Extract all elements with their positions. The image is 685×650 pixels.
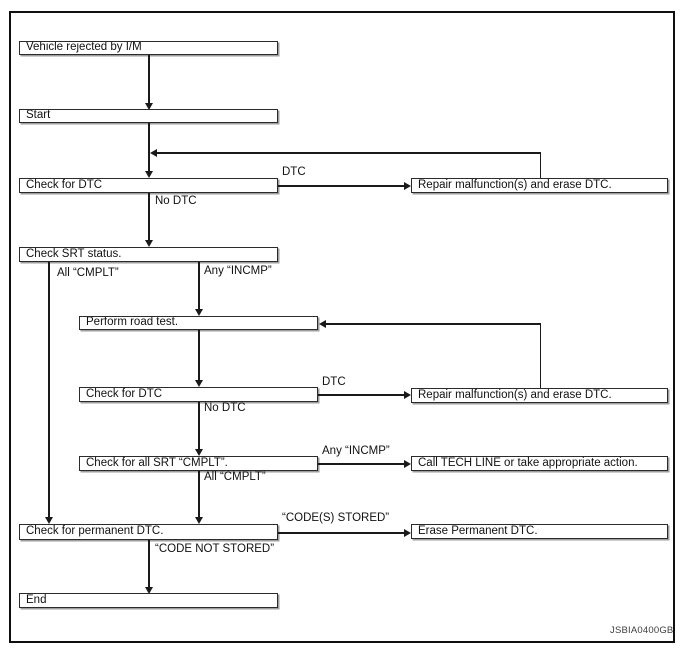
edge-label-dtc-1: DTC bbox=[282, 166, 306, 178]
arrowhead-left-icon bbox=[319, 319, 326, 328]
arrowhead-down-icon bbox=[145, 587, 153, 594]
node-start: Start bbox=[19, 109, 278, 123]
arrowhead-right-icon bbox=[404, 390, 411, 399]
connector-nodtc2-to-allsrt bbox=[198, 402, 200, 449]
node-perform-road-test: Perform road test. bbox=[79, 316, 318, 330]
node-check-srt-status: Check SRT status. bbox=[19, 247, 278, 262]
node-end: End bbox=[19, 593, 278, 608]
node-check-all-srt-cmplt: Check for all SRT “CMPLT”. bbox=[79, 456, 318, 471]
arrowhead-down-icon bbox=[195, 449, 203, 456]
node-repair-erase-dtc-2: Repair malfunction(s) and erase DTC. bbox=[411, 388, 668, 403]
connector-stored-to-erase bbox=[278, 532, 404, 534]
connector-dtc2-to-repair2 bbox=[318, 394, 404, 396]
connector-feedback2-horizontal bbox=[326, 323, 541, 325]
figure-code: JSBIA0400GB bbox=[610, 625, 674, 636]
arrowhead-down-icon bbox=[44, 517, 53, 524]
arrowhead-left-icon bbox=[150, 148, 157, 157]
arrowhead-right-icon bbox=[404, 528, 411, 537]
connector-vehicle-to-start bbox=[148, 55, 150, 103]
edge-label-no-dtc-1: No DTC bbox=[155, 195, 197, 207]
connector-anyincmp-to-roadtest bbox=[198, 262, 200, 309]
connector-nodtc1-to-srt bbox=[148, 193, 150, 240]
node-erase-permanent-dtc: Erase Permanent DTC. bbox=[411, 524, 668, 539]
connector-allcmplt2-to-permanent bbox=[198, 471, 200, 517]
edge-label-no-dtc-2: No DTC bbox=[204, 402, 246, 414]
connector-allcmplt-to-permanent bbox=[48, 262, 50, 517]
connector-feedback1-vertical bbox=[539, 152, 541, 178]
edge-label-all-cmplt-1: All “CMPLT” bbox=[57, 267, 119, 279]
arrowhead-down-icon bbox=[145, 171, 153, 178]
connector-feedback2-vertical bbox=[539, 323, 541, 388]
arrowhead-right-icon bbox=[404, 459, 411, 468]
edge-label-any-incmp-2: Any “INCMP” bbox=[322, 445, 390, 457]
edge-label-codes-stored: “CODE(S) STORED” bbox=[282, 512, 390, 524]
node-check-permanent-dtc: Check for permanent DTC. bbox=[19, 524, 278, 540]
edge-label-any-incmp-1: Any “INCMP” bbox=[204, 265, 272, 277]
node-vehicle-rejected: Vehicle rejected by I/M bbox=[19, 41, 278, 55]
arrowhead-down-icon bbox=[145, 240, 153, 247]
connector-dtc1-to-repair1 bbox=[278, 185, 404, 187]
edge-label-all-cmplt-2: All “CMPLT” bbox=[204, 471, 266, 483]
arrowhead-down-icon bbox=[145, 103, 153, 110]
arrowhead-down-icon bbox=[195, 380, 203, 387]
edge-label-dtc-2: DTC bbox=[322, 376, 346, 388]
connector-feedback1-horizontal bbox=[157, 152, 541, 154]
arrowhead-right-icon bbox=[404, 181, 411, 190]
edge-label-code-not-stored: “CODE NOT STORED” bbox=[155, 543, 275, 555]
arrowhead-down-icon bbox=[195, 309, 203, 316]
connector-notstored-to-end bbox=[148, 540, 150, 587]
connector-start-to-checkdtc1 bbox=[148, 123, 150, 171]
node-call-tech-line: Call TECH LINE or take appropriate actio… bbox=[411, 456, 668, 471]
node-check-for-dtc-1: Check for DTC bbox=[19, 178, 278, 193]
connector-roadtest-to-checkdtc2 bbox=[198, 330, 200, 380]
node-check-for-dtc-2: Check for DTC bbox=[79, 387, 318, 402]
node-repair-erase-dtc-1: Repair malfunction(s) and erase DTC. bbox=[411, 178, 668, 193]
connector-incmp-to-techline bbox=[318, 463, 404, 465]
arrowhead-down-icon bbox=[195, 517, 203, 524]
